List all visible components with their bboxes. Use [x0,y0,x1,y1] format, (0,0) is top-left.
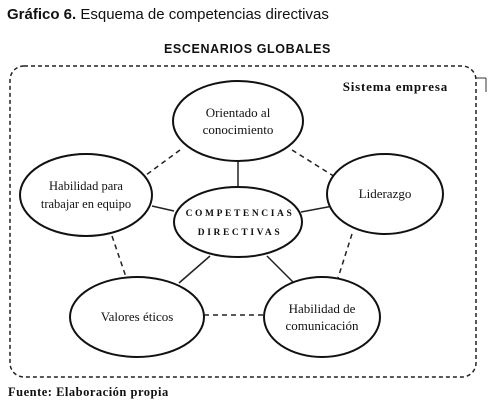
inner-frame-marker [476,77,487,92]
figure-title: Gráfico 6. Esquema de competencias direc… [7,6,329,23]
link-center-comunicacion [266,255,294,283]
link-center-valores [178,255,211,284]
link-center-equipo [151,205,175,212]
link-conocimiento-liderazgo [291,149,341,181]
node-liderazgo [326,153,444,235]
figure-number: Gráfico 6. [7,6,77,23]
figure-title-text: Esquema de competencias directivas [76,6,329,23]
node-conocimiento-line1: Orientado al [206,105,271,120]
figure-source: Fuente: Elaboración propia [8,385,169,399]
node-center [173,186,303,258]
node-equipo-line2: trabajar en equipo [41,197,131,211]
link-equipo-valores [111,235,127,278]
node-comunicacion [263,276,381,358]
node-liderazgo-label: Liderazgo [359,186,412,201]
node-conocimiento-line2: conocimiento [203,122,274,137]
node-equipo [19,153,153,237]
link-liderazgo-comunicacion [337,233,353,279]
link-center-liderazgo [300,205,334,213]
node-valores [69,276,205,358]
outer-frame [9,65,477,378]
inner-frame-label: Sistema empresa [343,79,448,94]
node-equipo-line1: Habilidad para [49,179,123,193]
node-comunicacion-line2: comunicación [286,318,359,333]
node-comunicacion-line1: Habilidad de [289,301,356,316]
node-conocimiento [172,80,304,162]
node-center-line2: DIRECTIVAS [198,228,282,238]
link-conocimiento-equipo [141,149,181,179]
node-valores-label: Valores éticos [101,309,174,324]
node-center-line1: COMPETENCIAS [186,209,295,219]
outer-frame-label: ESCENARIOS GLOBALES [164,42,331,56]
